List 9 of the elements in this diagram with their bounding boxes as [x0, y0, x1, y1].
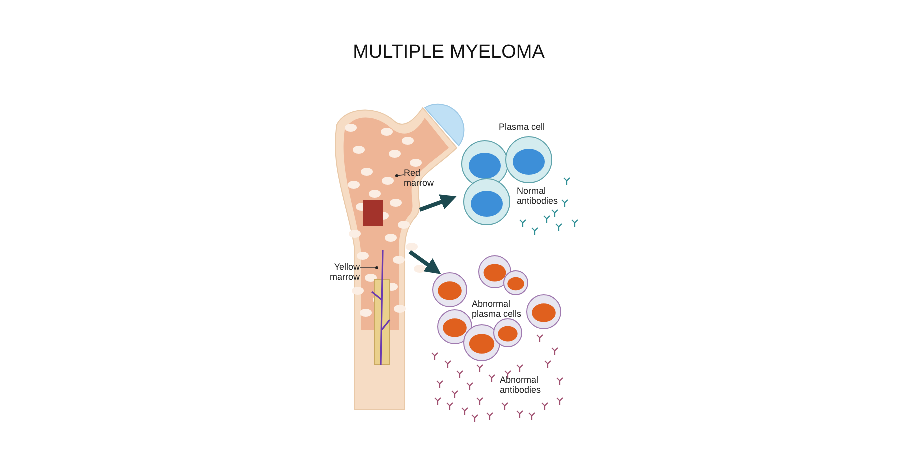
title: MULTIPLE MYELOMA [353, 42, 545, 64]
marrow-label: Red marrow [404, 168, 436, 188]
arrow [419, 194, 457, 212]
cell-label: Plasma cell [499, 122, 546, 132]
marrow-label: Yellow marrow [328, 262, 360, 282]
cell-label: Abnormal plasma cells [472, 299, 523, 319]
arrow [408, 250, 442, 274]
antibody-label: Abnormal antibodies [500, 375, 542, 395]
antibody-label: Normal antibodies [517, 186, 560, 206]
